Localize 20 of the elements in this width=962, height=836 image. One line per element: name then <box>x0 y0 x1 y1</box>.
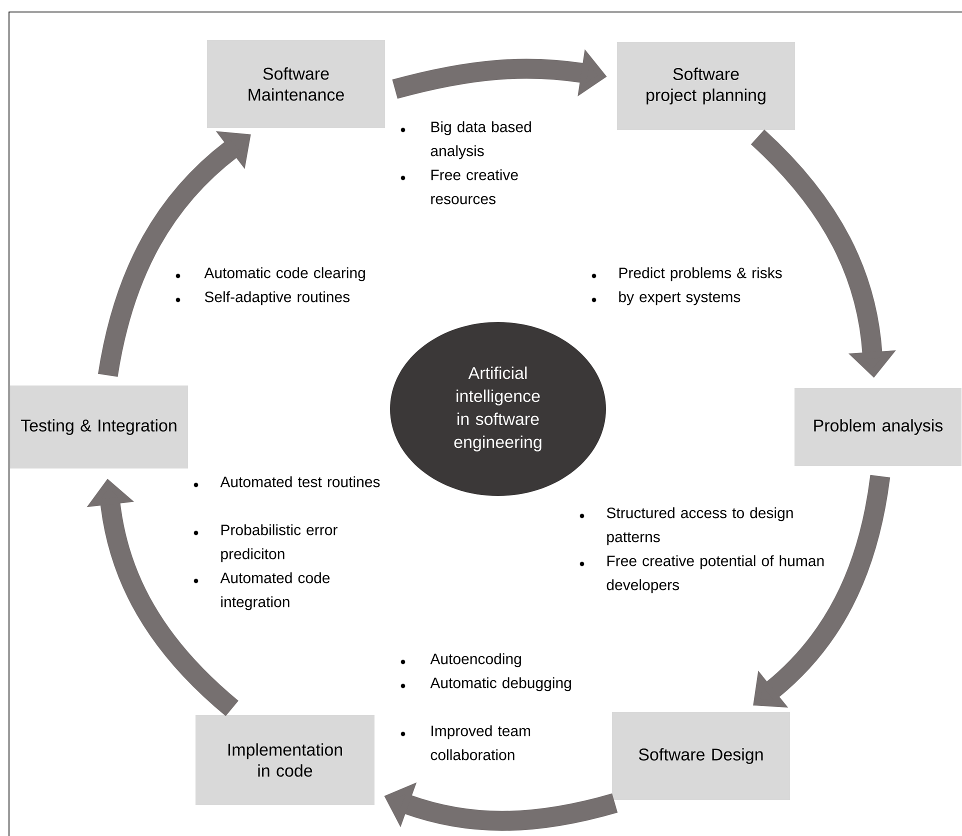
bullet-text: Free creative resources <box>431 169 518 204</box>
bullet-text: Automatic code clearing <box>204 267 365 282</box>
process-box: Testing & Integration <box>10 386 188 468</box>
bullet-text: Self-adaptive routines <box>204 291 350 306</box>
bullet-text: Predict problems & risks <box>619 267 782 282</box>
bullet-text: by expert systems <box>619 291 740 306</box>
bullet-text: Improved team collaboration <box>430 725 530 760</box>
process-box: Software Maintenance <box>207 40 385 128</box>
bullet-text: Structured access to design patterns <box>606 507 793 546</box>
process-box: Software Design <box>612 712 790 800</box>
bullet-text: Free creative potential of human developers <box>606 555 824 594</box>
bullet-text: Autoencoding <box>430 653 521 668</box>
bullet-text: Probabilistic error prediciton <box>221 524 338 562</box>
bullet-text: Automatic debugging <box>430 677 571 692</box>
bullet-text: Automated test routines <box>220 476 380 488</box>
process-box: Software project planning <box>617 42 795 130</box>
process-box: Problem analysis <box>794 388 962 466</box>
process-box: Implementation in code <box>196 715 374 805</box>
bullet-text: Big data based analysis <box>430 121 531 160</box>
bullet-text: Automated code integration <box>220 572 330 610</box>
